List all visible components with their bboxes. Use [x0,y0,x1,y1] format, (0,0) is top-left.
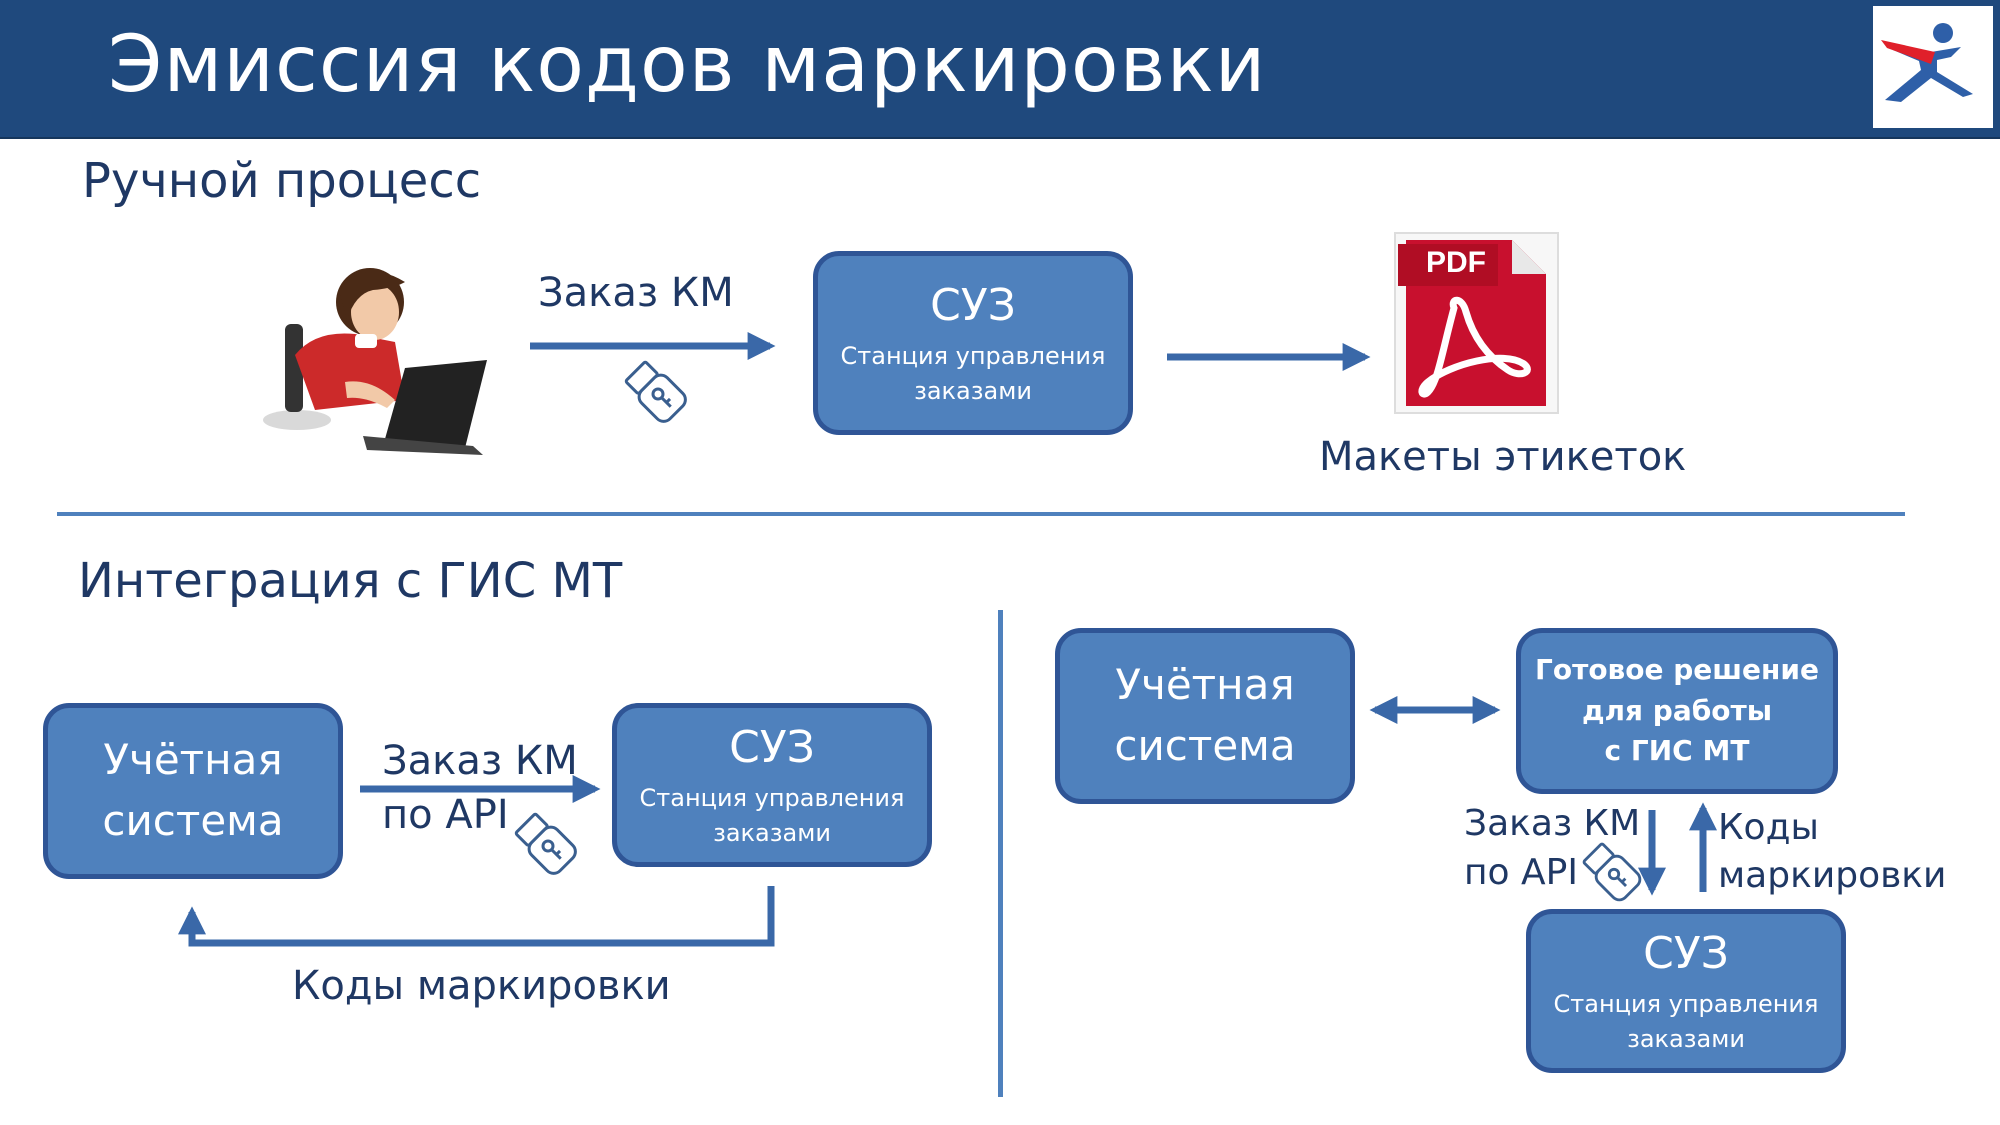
manual-order-label: Заказ КМ [538,270,734,316]
suz-subtitle-line1: Станция управления [1553,989,1819,1018]
accounting-line2: система [1114,721,1296,770]
suz-subtitle-line2: заказами [914,376,1032,405]
left-suz-box: СУЗ Станция управления заказами [612,703,932,867]
suz-subtitle-line2: заказами [1627,1024,1745,1053]
left-order-line2: по API [382,792,509,838]
right-codes-line2: маркировки [1718,855,1947,896]
person-at-laptop-illustration [255,250,505,465]
usb-key-icon [622,358,694,430]
logo-runner-icon [1881,23,1973,102]
accounting-line1: Учётная [1115,660,1295,710]
suz-subtitle-line2: заказами [713,818,831,847]
label-templates: Макеты этикеток [1319,434,1687,480]
integration-section-title: Интеграция с ГИС МТ [78,553,623,609]
solution-line2: для работы [1581,693,1773,727]
left-return-arrow [178,886,775,947]
right-suz-box: СУЗ Станция управления заказами [1526,909,1846,1073]
usb-key-icon [1580,840,1648,908]
left-order-line1: Заказ КМ [382,738,578,784]
ready-solution-box: Готовое решение для работы с ГИС МТ [1516,628,1838,794]
column-divider [998,610,1003,1097]
suz-title: СУЗ [729,721,815,773]
right-order-line2: по API [1464,852,1578,893]
solution-line3: с ГИС МТ [1604,734,1750,768]
manual-section-title: Ручной процесс [82,153,482,209]
right-accounting-system-box: Учётная система [1055,628,1355,804]
manual-suz-box: СУЗ Станция управления заказами [813,251,1133,435]
pdf-badge-text: PDF [1426,246,1486,279]
section-divider [57,512,1905,516]
pdf-file-icon [1394,232,1559,414]
accounting-line2: система [102,796,284,845]
solution-line1: Готовое решение [1535,653,1819,687]
suz-title: СУЗ [930,279,1016,331]
page-title: Эмиссия кодов маркировки [108,20,1267,110]
accounting-line1: Учётная [103,735,283,785]
logo [1873,6,1993,128]
suz-subtitle-line1: Станция управления [840,341,1106,370]
right-codes-line1: Коды [1718,807,1819,848]
header-bar [0,0,2000,139]
right-order-line1: Заказ КМ [1464,803,1641,844]
left-return-codes-label: Коды маркировки [292,963,671,1009]
suz-title: СУЗ [1643,927,1729,979]
suz-subtitle-line1: Станция управления [639,783,905,812]
usb-key-icon [512,810,584,882]
left-accounting-system-box: Учётная система [43,703,343,879]
